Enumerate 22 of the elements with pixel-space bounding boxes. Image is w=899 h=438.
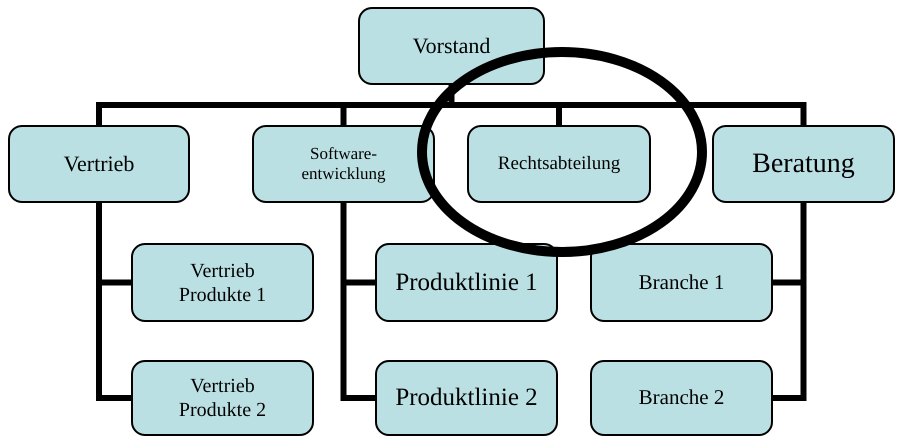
unit-name: Produktlinie 1 — [395, 268, 538, 298]
org-unit-box — [8, 125, 190, 203]
unit-name: Vertrieb Produkte 1 — [178, 258, 268, 306]
unit-name: Branche 1 — [638, 270, 724, 296]
org-unit-box — [712, 125, 895, 203]
org-unit-box — [131, 243, 314, 322]
unit-name: Branche 2 — [638, 385, 724, 411]
unit-name: Software- entwicklung — [300, 144, 387, 184]
org-unit-box — [358, 7, 545, 85]
unit-name: Vertrieb Produkte 2 — [178, 374, 268, 422]
unit-name: Rechtsabteilung — [498, 152, 620, 176]
org-unit-box — [131, 360, 314, 436]
unit-name: Vorstand — [412, 32, 490, 60]
unit-name: Vertrieb — [64, 150, 134, 178]
org-unit-box — [375, 360, 558, 436]
org-unit-box — [590, 360, 773, 436]
org-unit-box — [375, 243, 558, 322]
org-unit-box — [467, 125, 651, 203]
org-unit-box — [252, 125, 435, 203]
unit-name: Produktlinie 2 — [395, 383, 538, 413]
unit-name: Beratung — [752, 147, 855, 181]
org-unit-box — [590, 243, 773, 322]
